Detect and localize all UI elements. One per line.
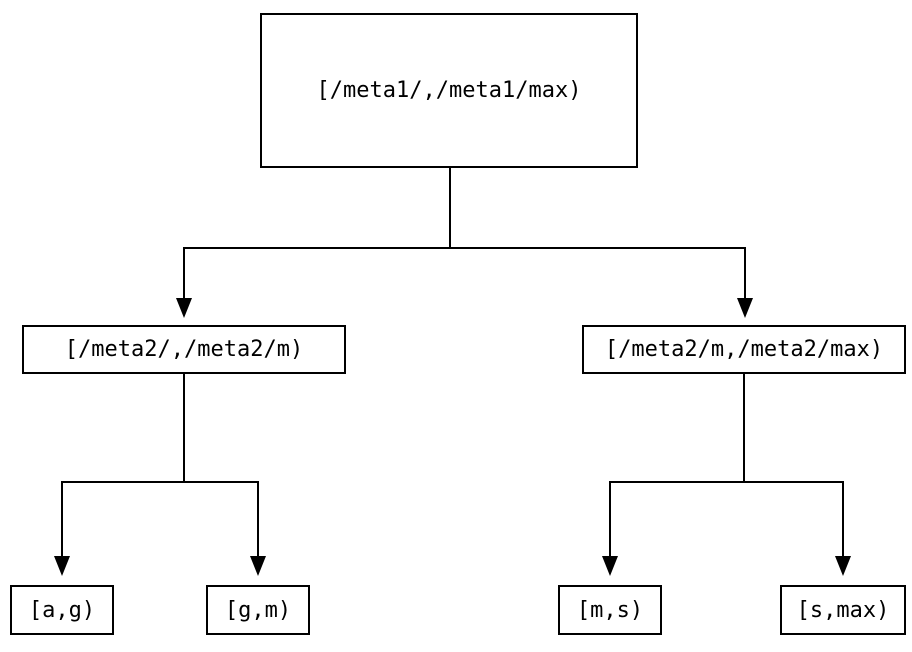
arrow-down-icon (54, 556, 70, 576)
node-meta2-right-range: [/meta2/m,/meta2/max) (582, 325, 906, 374)
arrow-down-icon (737, 298, 753, 318)
arrow-down-icon (250, 556, 266, 576)
node-leaf-ag: [a,g) (10, 585, 114, 635)
edge-root-branch-bar (183, 247, 746, 249)
arrow-down-icon (835, 556, 851, 576)
node-root-meta1-range: [/meta1/,/meta1/max) (260, 13, 638, 168)
node-leaf-ms: [m,s) (558, 585, 662, 635)
node-leaf-smax: [s,max) (780, 585, 906, 635)
edge-left-to-leaf-ag (61, 481, 63, 556)
arrow-down-icon (176, 298, 192, 318)
node-meta2-left-range: [/meta2/,/meta2/m) (22, 325, 346, 374)
edge-left-subtree-trunk (183, 374, 185, 481)
edge-left-subtree-branch-bar (61, 481, 259, 483)
edge-right-to-leaf-ms (609, 481, 611, 556)
edge-right-subtree-trunk (743, 374, 745, 481)
edge-root-trunk (449, 168, 451, 247)
node-leaf-gm: [g,m) (206, 585, 310, 635)
edge-root-to-left-child (183, 247, 185, 298)
edge-right-to-leaf-smax (842, 481, 844, 556)
edge-left-to-leaf-gm (257, 481, 259, 556)
edge-root-to-right-child (744, 247, 746, 298)
edge-right-subtree-branch-bar (609, 481, 844, 483)
arrow-down-icon (602, 556, 618, 576)
